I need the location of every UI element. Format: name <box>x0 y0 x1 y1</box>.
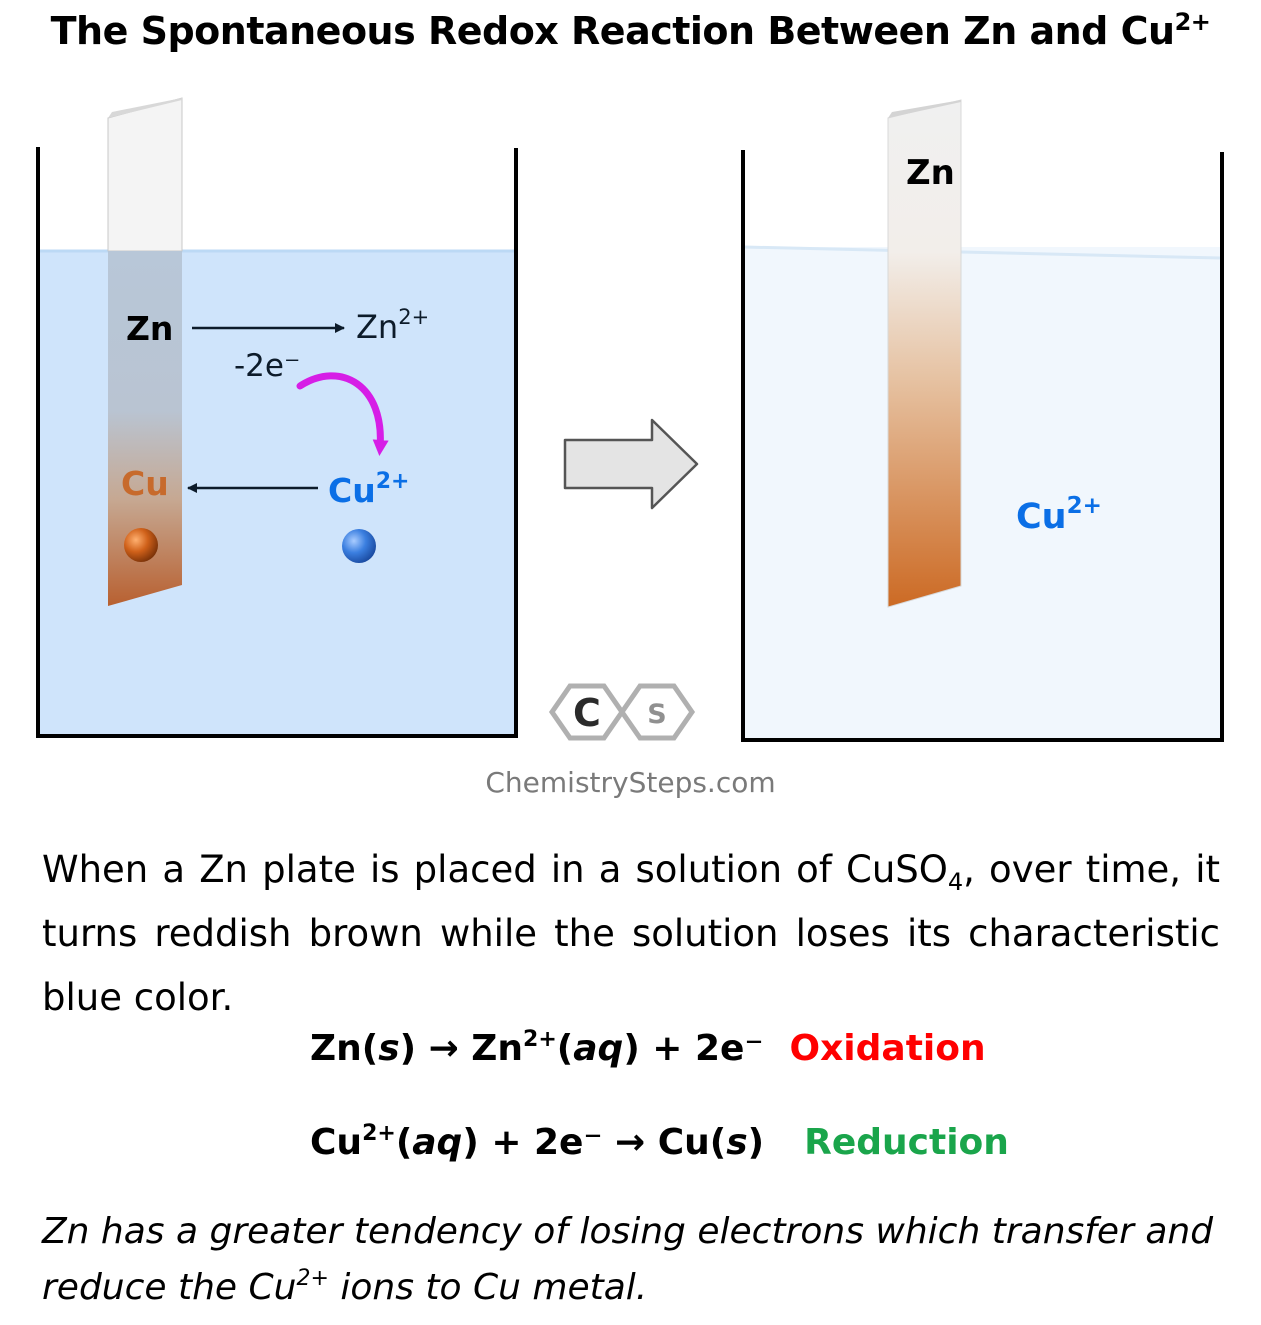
electron-transfer-arrow <box>296 372 389 456</box>
left-zn-strip-top <box>107 97 183 252</box>
description-paragraph: When a Zn plate is placed in a solution … <box>42 848 1220 1019</box>
explanation-note: Zn has a greater tendency of losing elec… <box>42 1211 1214 1308</box>
left-beaker-glass <box>36 147 518 738</box>
right-cu-ion-label: Cu2+ <box>1016 493 1102 537</box>
chemistrysteps-logo: C S <box>548 683 696 741</box>
cu-atom <box>124 528 158 562</box>
oxidation-label: Oxidation <box>789 1028 986 1069</box>
right-zn-label: Zn <box>906 153 955 193</box>
left-cu-label: Cu <box>121 464 169 503</box>
oxidation-equation: Zn(s) → Zn2+(aq) + 2e⁻Oxidation <box>310 1027 986 1069</box>
right-solution <box>744 247 1220 739</box>
left-zn-strip <box>108 251 182 606</box>
left-cu-ion-label: Cu2+ <box>328 469 409 510</box>
transition-arrow <box>563 418 699 510</box>
cu-ion-particle <box>342 529 376 563</box>
website-label: ChemistrySteps.com <box>485 766 776 799</box>
reduction-label: Reduction <box>804 1122 1009 1163</box>
electrons-label: -2e⁻ <box>234 348 300 384</box>
page-title: The Spontaneous Redox Reaction Between Z… <box>50 8 1211 53</box>
redox-diagram: Zn Cu Zn2+ -2e⁻ Cu2+ Zn Cu2+ C S <box>36 97 1224 742</box>
reduction-equation: Cu2+(aq) + 2e⁻ → Cu(s)Reduction <box>310 1121 1009 1163</box>
svg-text:S: S <box>647 699 666 730</box>
zn-ion-label: Zn2+ <box>356 305 429 346</box>
right-beaker: Zn Cu2+ <box>741 99 1224 742</box>
left-beaker: Zn Cu Zn2+ -2e⁻ Cu2+ <box>36 97 518 738</box>
left-zn-label: Zn <box>126 309 173 348</box>
svg-text:C: C <box>573 691 601 735</box>
right-beaker-glass <box>741 150 1224 742</box>
